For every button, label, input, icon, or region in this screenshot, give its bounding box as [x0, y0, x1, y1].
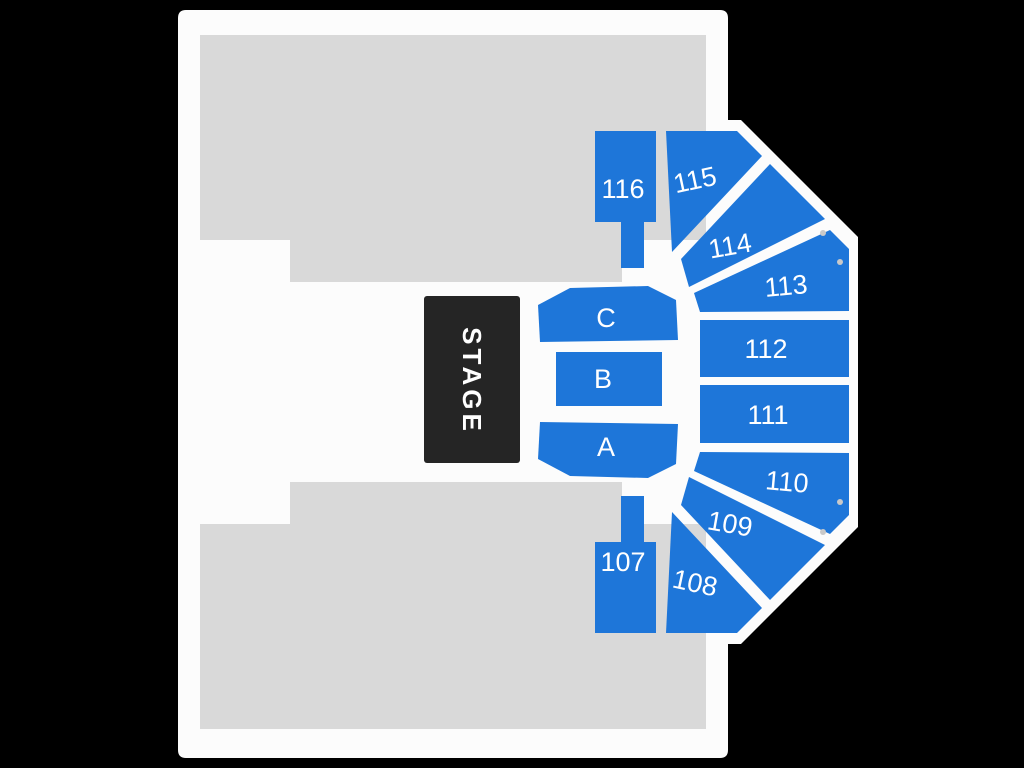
section-108-shape[interactable] — [666, 512, 762, 633]
section-113-shape[interactable] — [694, 230, 849, 312]
section-116-shape[interactable] — [595, 131, 656, 268]
corner-marker-dot — [837, 499, 843, 505]
section-112[interactable]: 112 — [700, 320, 849, 377]
section-107-shape[interactable] — [595, 496, 656, 633]
section-C-shape[interactable] — [538, 286, 678, 342]
section-111-shape[interactable] — [700, 385, 849, 443]
section-B-shape[interactable] — [556, 352, 662, 406]
section-110-shape[interactable] — [694, 452, 849, 534]
section-A[interactable]: A — [538, 422, 678, 478]
unavailable-block-top-step — [290, 240, 622, 282]
unavailable-block-bottom-step — [290, 482, 622, 524]
stage: STAGE — [424, 296, 520, 463]
corner-marker-dot — [837, 259, 843, 265]
section-A-shape[interactable] — [538, 422, 678, 478]
corner-marker-dot — [820, 230, 826, 236]
section-115-shape[interactable] — [666, 131, 762, 252]
section-111[interactable]: 111 — [700, 385, 849, 443]
section-112-shape[interactable] — [700, 320, 849, 377]
section-109-shape[interactable] — [681, 477, 825, 600]
section-B[interactable]: B — [556, 352, 662, 406]
section-C[interactable]: C — [538, 286, 678, 342]
corner-markers — [820, 230, 843, 535]
section-114-shape[interactable] — [681, 164, 825, 287]
corner-marker-dot — [820, 529, 826, 535]
stage-shape — [424, 296, 520, 463]
